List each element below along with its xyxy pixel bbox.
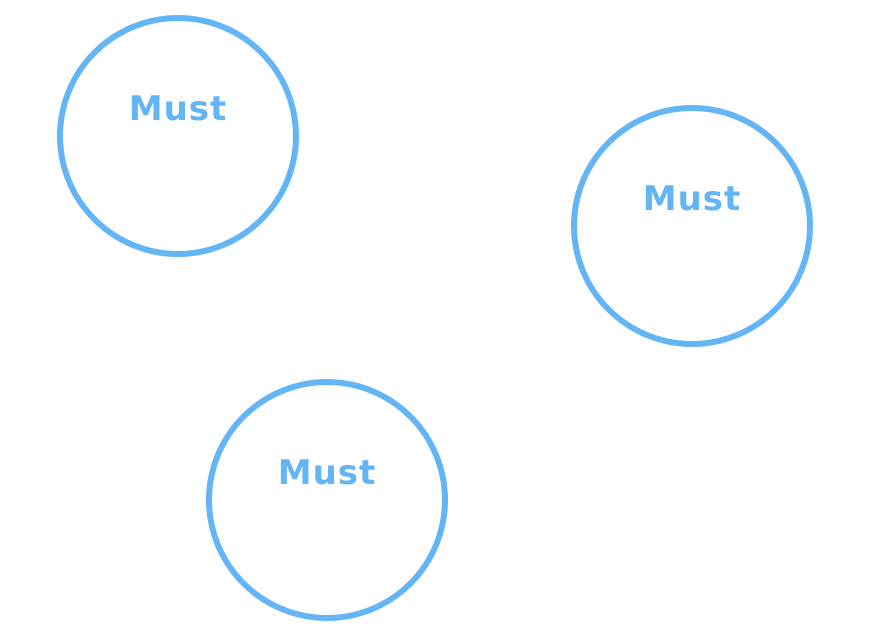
circle-node-1: Must (57, 15, 299, 257)
circle-node-1-label: Must (128, 89, 228, 129)
circle-node-2: Must (571, 105, 813, 347)
circle-node-3: Must (206, 379, 448, 621)
circle-node-3-label: Must (277, 453, 377, 493)
circle-node-2-label: Must (642, 179, 742, 219)
